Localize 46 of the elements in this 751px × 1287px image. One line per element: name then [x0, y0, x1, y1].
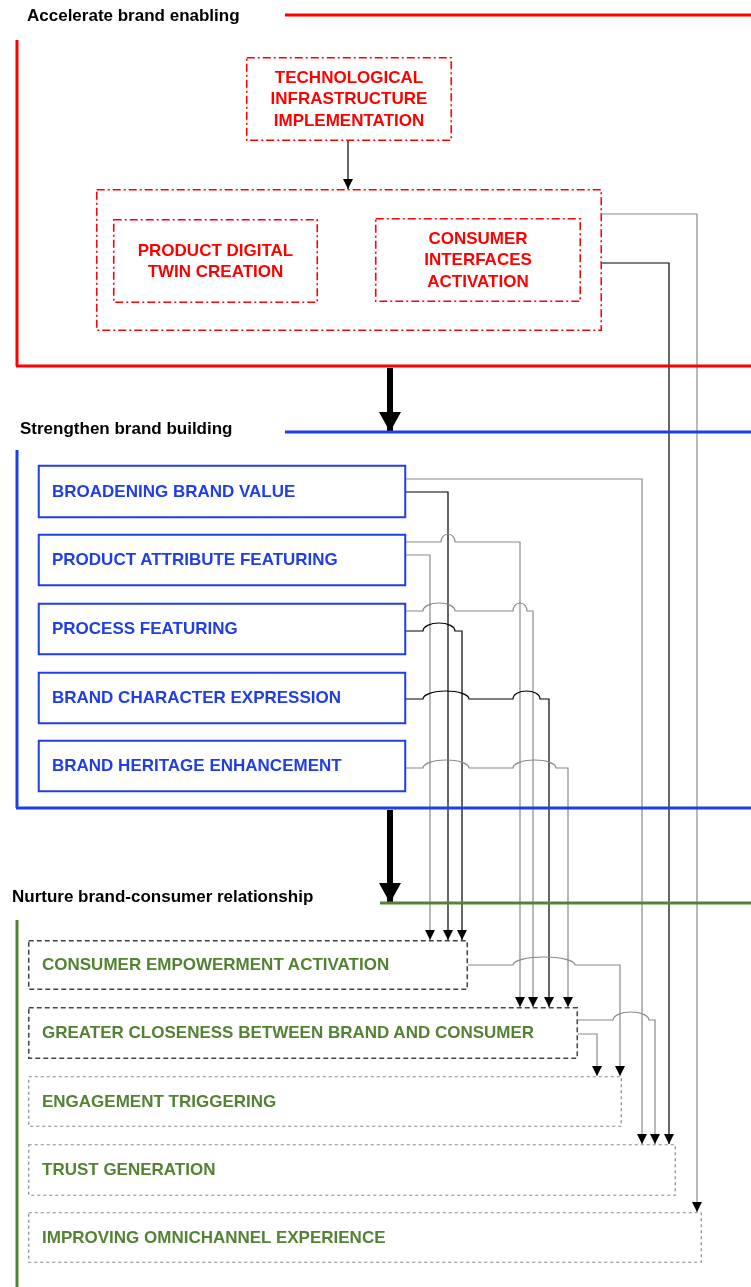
box-label: TECHNOLOGICAL INFRASTRUCTURE IMPLEMENTATION: [269, 67, 429, 131]
box-label: ENGAGEMENT TRIGGERING: [42, 1090, 278, 1113]
arrow: [601, 262, 674, 1145]
arrow: [405, 491, 453, 941]
process-box: [28, 940, 468, 990]
process-box: [28, 1144, 676, 1196]
process-box: [28, 1212, 702, 1263]
group-box: [96, 189, 602, 331]
process-box: [38, 603, 406, 655]
box-label: GREATER CLOSENESS BETWEEN BRAND AND CONSUMER: [42, 1022, 536, 1044]
section-heading: Strengthen brand building: [20, 418, 233, 440]
arrow: [577, 1033, 602, 1077]
box-label: PROCESS FEATURING: [52, 618, 239, 640]
arrow: [577, 1011, 660, 1145]
section-heading: Nurture brand-consumer relationship: [12, 886, 314, 908]
box-label: BRAND CHARACTER EXPRESSION: [52, 687, 343, 709]
arrow: [379, 368, 401, 432]
arrow: [405, 533, 525, 1008]
process-box: [113, 219, 318, 303]
box-label: PRODUCT ATTRIBUTE FEATURING: [52, 549, 339, 571]
box-label: CONSUMER INTERFACES ACTIVATION: [423, 228, 533, 292]
process-box: [38, 465, 406, 518]
box-label: IMPROVING OMNICHANNEL EXPERIENCE: [42, 1226, 387, 1249]
arrow: [405, 690, 554, 1008]
arrow: [601, 213, 702, 1213]
process-box: [28, 1007, 578, 1059]
process-box: [246, 57, 452, 141]
arrow: [343, 140, 353, 190]
arrow: [405, 554, 435, 941]
arrow: [467, 956, 625, 1077]
box-label: PRODUCT DIGITAL TWIN CREATION: [136, 239, 295, 283]
arrow: [405, 622, 467, 941]
arrow: [405, 478, 647, 1145]
box-label: TRUST GENERATION: [42, 1159, 217, 1181]
process-box: [375, 218, 581, 302]
process-box: [38, 534, 406, 586]
process-box: [38, 672, 406, 724]
arrow: [405, 602, 538, 1008]
arrow: [405, 759, 573, 1008]
arrow: [379, 810, 401, 903]
process-box: [28, 1076, 622, 1127]
box-label: BRAND HERITAGE ENHANCEMENT: [52, 755, 343, 777]
process-box: [38, 740, 406, 792]
section-heading: Accelerate brand enabling: [27, 5, 240, 27]
box-label: BROADENING BRAND VALUE: [52, 480, 297, 503]
box-label: CONSUMER EMPOWERMENT ACTIVATION: [42, 954, 391, 976]
